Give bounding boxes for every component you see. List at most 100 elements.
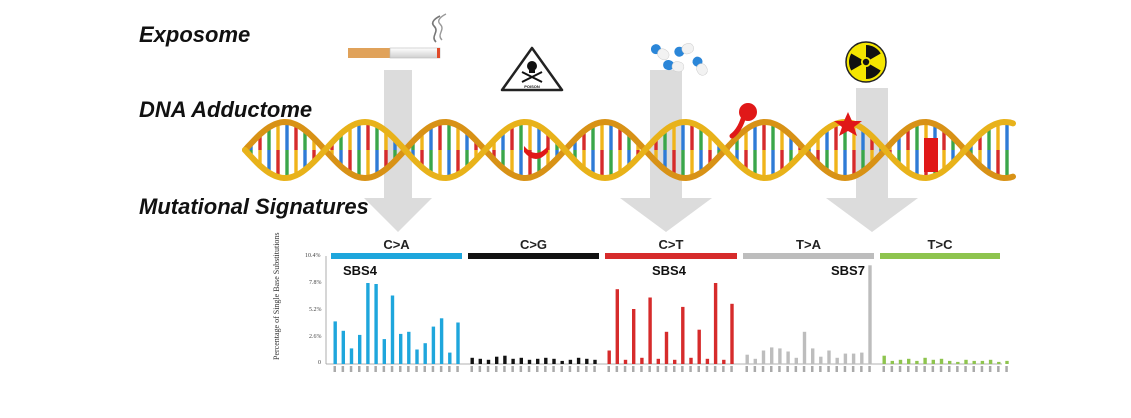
context-tick <box>374 366 377 372</box>
panel-color-bar-ct <box>605 253 737 259</box>
context-tick <box>898 366 902 372</box>
base-pair-rung <box>492 140 496 150</box>
context-tick <box>439 366 443 372</box>
base-pair-rung <box>735 137 739 150</box>
context-tick <box>802 366 806 372</box>
base-pair-rung <box>285 150 289 178</box>
base-pair-rung <box>429 150 433 174</box>
base-pair-rung <box>501 131 505 150</box>
panel-color-bar-ta <box>743 253 874 259</box>
bar-tc-8 <box>948 360 952 364</box>
context-tick <box>835 366 838 372</box>
bar-cg-5 <box>511 358 515 364</box>
bar-tc-12 <box>980 360 985 364</box>
adduct-star <box>834 112 862 136</box>
context-tick <box>656 366 660 372</box>
context-tick <box>399 366 402 372</box>
exposome-label: Exposome <box>139 22 251 47</box>
context-tick <box>851 366 855 372</box>
bar-tc-6 <box>931 359 935 364</box>
base-pair-rung <box>897 150 901 165</box>
bar-ta-8 <box>811 348 815 364</box>
context-tick <box>673 366 676 372</box>
base-pair-rung <box>465 131 469 150</box>
bar-ca-1 <box>341 330 345 364</box>
base-pair-rung <box>348 126 352 150</box>
base-pair-rung <box>762 150 766 178</box>
bar-tc-9 <box>956 361 960 364</box>
base-pair-rung <box>303 130 307 150</box>
cigarette-icon <box>348 13 447 59</box>
panel-color-bar-ca <box>331 253 462 259</box>
bar-ta-11 <box>835 357 839 364</box>
context-tick <box>1005 366 1008 372</box>
bar-tc-2 <box>898 359 903 364</box>
base-pair-rung <box>681 122 685 150</box>
bar-tc-0 <box>882 355 886 364</box>
base-pair-rung <box>582 130 586 150</box>
bar-ct-7 <box>664 331 669 364</box>
base-pair-rung <box>654 138 658 150</box>
base-pair-rung <box>339 150 343 167</box>
base-pair-rung <box>393 139 397 150</box>
bar-ca-9 <box>407 331 411 364</box>
base-pair-rung <box>519 150 523 178</box>
context-tick <box>730 366 733 372</box>
context-tick <box>423 366 426 372</box>
context-tick <box>931 366 935 372</box>
bar-tc-10 <box>964 359 968 364</box>
base-pair-rung <box>933 124 937 150</box>
context-tick <box>923 366 926 372</box>
bar-cg-7 <box>527 359 532 364</box>
bar-ct-5 <box>648 297 652 364</box>
base-pair-rung <box>987 150 991 173</box>
base-pair-rung <box>978 150 982 166</box>
base-pair-rung <box>744 129 748 150</box>
context-tick <box>640 366 643 372</box>
context-tick <box>664 366 668 372</box>
panel-color-bar-tc <box>880 253 1000 259</box>
context-tick <box>761 366 765 372</box>
panel-title-ta: T>A <box>796 237 821 252</box>
bar-cg-6 <box>519 357 523 364</box>
bar-ta-2 <box>761 350 766 364</box>
context-tick <box>358 366 361 372</box>
base-pair-rung <box>1005 122 1009 150</box>
bar-cg-9 <box>544 357 548 364</box>
radiation-icon <box>845 41 887 83</box>
context-tick <box>560 366 563 372</box>
bar-ca-11 <box>423 343 427 364</box>
base-pair-rung <box>474 150 478 160</box>
bar-ca-2 <box>349 348 354 364</box>
bar-ct-1 <box>615 289 619 364</box>
base-pair-rung <box>258 150 262 166</box>
context-tick <box>527 366 531 372</box>
bar-ta-12 <box>843 353 848 364</box>
context-tick <box>623 366 627 372</box>
context-tick <box>778 366 781 372</box>
signature-bars <box>333 265 1009 364</box>
panel-header-ct: C>T <box>605 237 737 259</box>
base-pair-rung <box>942 150 946 171</box>
base-pair-rung <box>816 150 820 164</box>
arrow-cigarette <box>364 70 432 232</box>
context-tick <box>681 366 684 372</box>
context-tick <box>819 366 822 372</box>
base-pair-rung <box>852 150 856 177</box>
dna-helix <box>242 118 1016 182</box>
context-tick <box>478 366 482 372</box>
context-tick <box>997 366 1000 372</box>
context-tick-marks <box>333 366 1008 372</box>
panel-header-ta: T>A <box>743 237 874 259</box>
base-pair-rung <box>735 150 739 163</box>
context-tick <box>511 366 514 372</box>
bar-ca-4 <box>366 283 370 364</box>
base-pair-rung <box>771 150 775 177</box>
bar-ca-12 <box>431 326 436 364</box>
bar-cg-4 <box>503 355 507 364</box>
base-pair-rung <box>591 125 595 150</box>
base-pair-rung <box>699 127 703 150</box>
ytick-5-2: 5.2% <box>309 307 322 313</box>
base-pair-rung <box>654 150 658 162</box>
